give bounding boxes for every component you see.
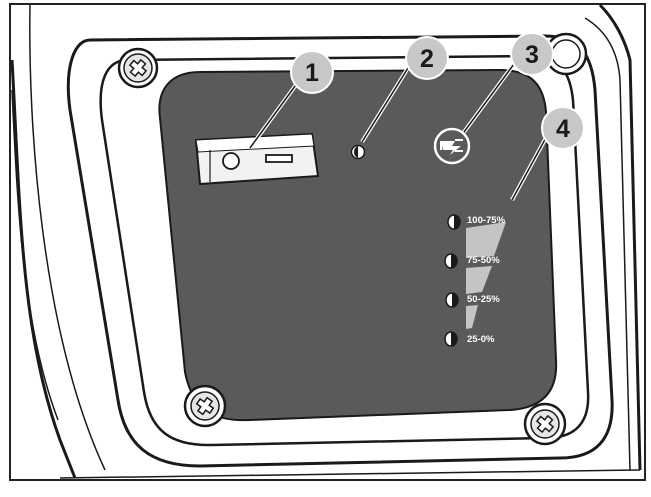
level-bar <box>466 266 492 294</box>
phillips-screw-icon <box>523 402 567 446</box>
outer-housing <box>10 3 642 479</box>
level-label: 100-75% <box>467 215 506 226</box>
callout-3: 3 <box>510 32 554 76</box>
level-bar <box>466 305 478 329</box>
switch-on-symbol <box>222 152 240 170</box>
leader-lines <box>248 62 550 201</box>
phillips-screw-icon <box>183 384 227 428</box>
level-label: 25-0% <box>467 334 495 345</box>
level-label: 75-50% <box>467 255 500 266</box>
battery-level-indicators: 100-75% 75-50% 50-25% 25-0% <box>444 214 506 347</box>
level-led <box>445 292 459 308</box>
level-label: 50-25% <box>467 294 500 305</box>
callout-4: 4 <box>541 106 585 150</box>
level-led <box>444 253 458 269</box>
callout-number: 4 <box>556 115 570 143</box>
switch-off-symbol <box>265 154 293 163</box>
callout-number: 2 <box>420 45 434 73</box>
callout-2: 2 <box>405 36 449 80</box>
level-bar <box>466 222 506 258</box>
callout-number: 1 <box>305 59 319 87</box>
callout-number: 3 <box>525 41 539 69</box>
level-led <box>444 331 458 347</box>
plug-lightning-icon <box>433 127 471 165</box>
callout-1: 1 <box>290 50 334 94</box>
indicator-led <box>350 144 366 160</box>
level-led <box>447 214 461 230</box>
phillips-screw-icon <box>117 47 159 89</box>
